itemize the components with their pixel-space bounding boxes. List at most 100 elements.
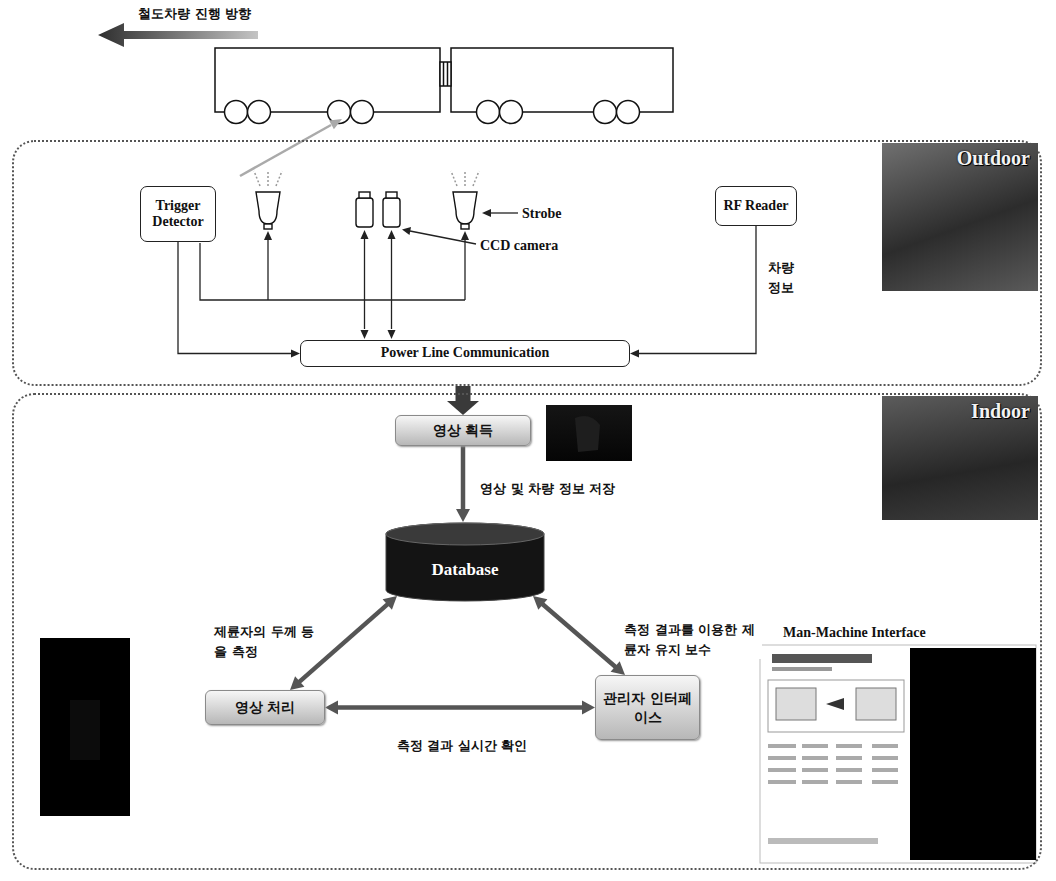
drawing-part [329,119,342,129]
device-box: Trigger Detector [140,186,216,242]
direction-arrow [98,23,258,47]
part-label: Strobe [522,204,561,224]
trigger-pointer [240,119,342,176]
drawing-part [464,170,466,186]
drawing-part [40,638,130,816]
arrowhead [447,401,479,415]
strobe-lamp [256,192,477,229]
device-box: Power Line Communication [300,340,630,367]
drawing-part [872,744,898,748]
drawing-part [200,243,465,300]
connector [456,446,470,522]
drawing-part [267,170,269,186]
drawing-part [482,209,491,217]
edge-label: 측정 결과를 이용한 제륜자 유지 보수 [622,620,762,659]
drawing-part [802,744,828,748]
cylinder-top [386,523,544,545]
drawing-part [768,780,796,784]
arrowhead [611,661,625,675]
part-label: Man-Machine Interface [783,623,926,643]
region-box: Outdoor Trigger Detector RF ReaderPower Li… [12,140,1042,386]
drawing-part [477,101,500,124]
image-thumbnail [40,405,632,816]
arrowhead [325,701,338,715]
drawing-part [910,648,1036,860]
drawing-part [768,744,898,784]
drawing-part [760,645,1036,863]
node-text: 관리자 인터페이스 [601,689,694,725]
ccd-camera [356,192,400,227]
drawing-part [772,667,832,671]
drawing-part [447,62,449,86]
node-text: Database [431,560,498,580]
drawing-part [490,212,518,213]
drawing-part [264,224,272,229]
drawing-part [264,231,272,240]
drawing-part [443,62,445,86]
drawing-part [225,101,248,124]
strobe-light [254,170,479,186]
drawing-part [386,192,397,198]
node-text: Trigger Detector [145,198,211,230]
drawing-part [546,405,632,461]
edge-label: 측정 결과 실시간 확인 [380,736,544,756]
connector [533,596,625,675]
drawing-part [388,330,396,339]
drawing-part [836,768,862,772]
drawing-part [453,192,477,224]
arrowhead [291,350,300,358]
drawing-part [359,192,370,198]
drawing-part [410,231,476,244]
cylinder-body [386,523,544,601]
drawing-part [248,101,271,124]
drawing-part [388,230,396,239]
drawing-part [276,171,282,186]
connector-line [337,705,583,710]
drawing-part [383,198,400,227]
edge-label: 제륜자의 두께 등을 측정 [212,622,320,661]
connector-line [461,446,466,510]
drawing-part [826,698,844,710]
drawing-part [240,125,331,176]
drawing-part [356,198,373,227]
drawing-part [451,171,457,186]
drawing-part [215,48,440,112]
drawing-part [802,780,828,784]
drawing-part [364,239,365,329]
part-label: CCD camera [480,236,558,256]
drawing-part [391,239,392,329]
drawing-part [361,230,369,239]
drawing-part [440,62,451,86]
drawing-part [351,101,374,124]
train [215,48,673,124]
drawing-part [856,688,896,720]
node-text: RF Reader [723,198,788,214]
drawing-part [836,780,862,784]
drawing-part [594,101,617,124]
drawing-part [461,231,469,240]
connector [447,386,479,415]
node-text: 영상 처리 [235,698,296,716]
direction-label: 철도차량 진행 방향 [138,5,251,24]
drawing-part [70,700,100,760]
site-photo: Outdoor [882,143,1038,291]
arrowhead [290,676,304,690]
drawing-part [768,756,796,760]
region-title: Indoor [890,400,1030,423]
drawing-part [575,416,600,452]
drawing-part [617,101,640,124]
drawing-part [772,654,872,663]
drawing-part [768,680,904,732]
site-photo: Indoor [882,396,1038,520]
device-box: RF Reader [715,186,797,226]
drawing-part [872,780,898,784]
drawing-part [254,171,260,186]
connector [178,242,300,358]
drawing-part [361,330,369,339]
drawing-part [461,224,469,229]
drawing-part [768,744,796,748]
drawing-part [802,768,828,772]
interface-screenshot [760,645,1036,863]
arrowhead [582,701,595,715]
connector-line [638,226,756,354]
